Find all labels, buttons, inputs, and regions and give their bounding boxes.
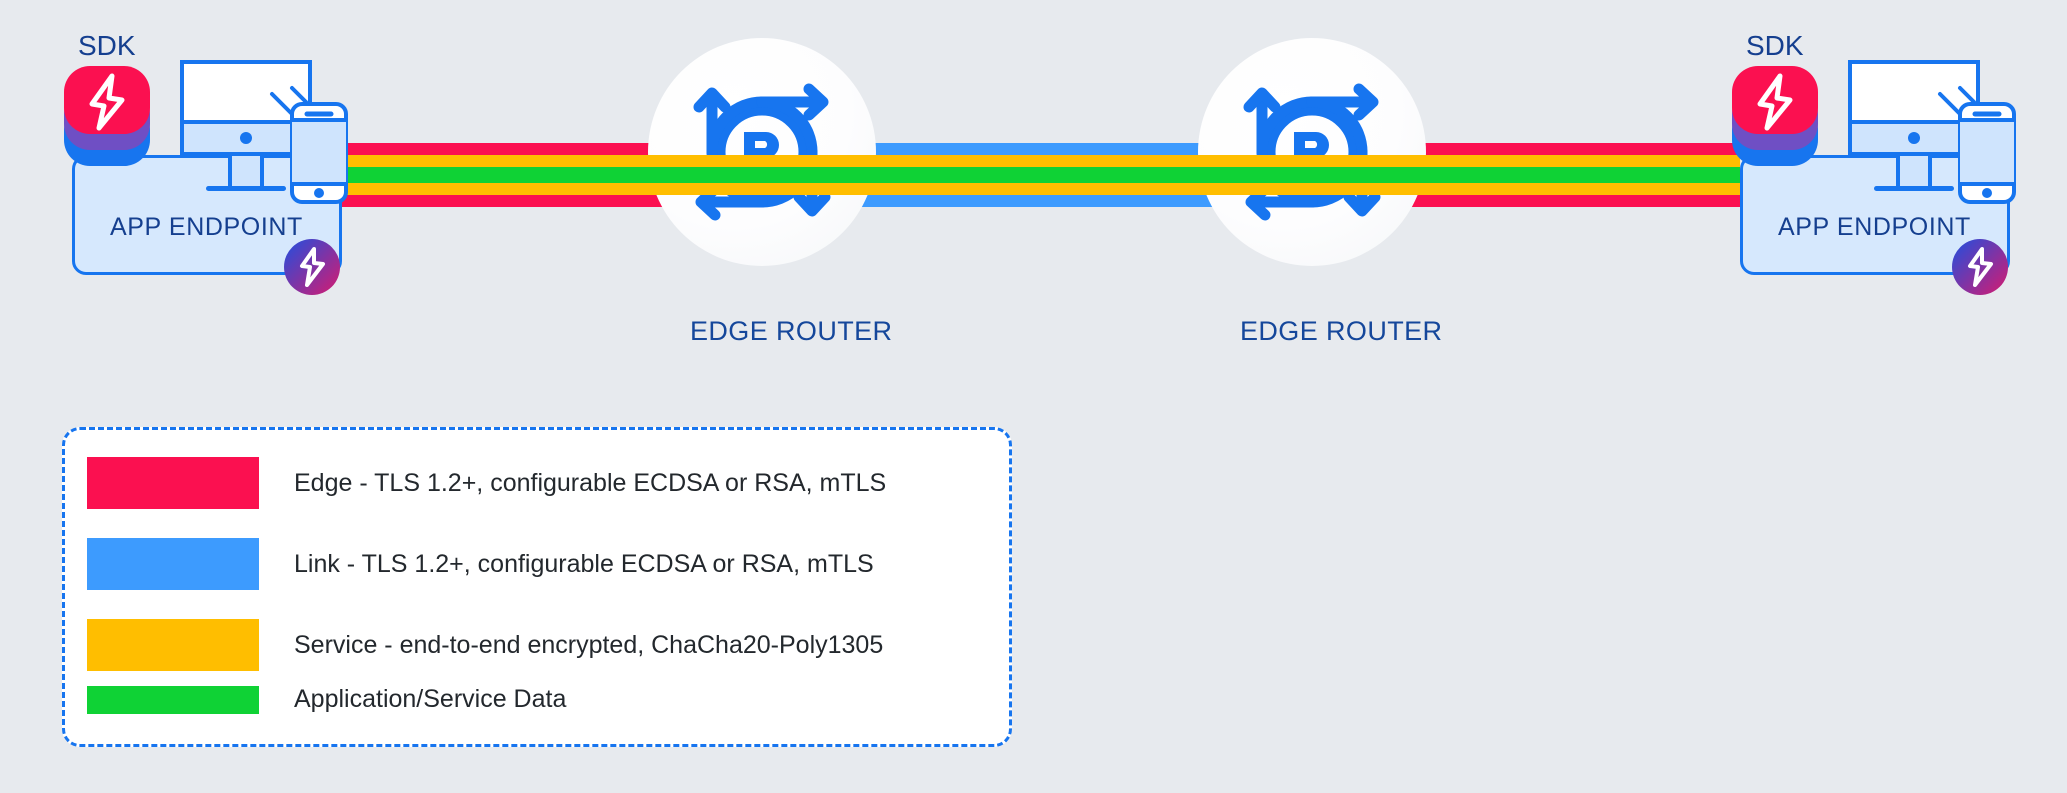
phone-icon (1958, 102, 2016, 204)
pipe-edge-right (1380, 143, 1740, 207)
legend-label-service: Service - end-to-end encrypted, ChaCha20… (294, 630, 884, 659)
sdk-stack-icon (50, 58, 168, 178)
pipe-stripe-data (1190, 167, 1430, 183)
router-icon-left (672, 62, 852, 242)
legend-item[interactable]: Link - TLS 1.2+, configurable ECDSA or R… (87, 538, 874, 590)
app-endpoint-label-left: APP ENDPOINT (110, 213, 303, 241)
pipe-stripe-link-bot (860, 195, 1220, 207)
pipe-stripe-edge-bot (340, 195, 700, 207)
pipe-stripe-service-bot (340, 183, 700, 195)
phone-icon (290, 102, 348, 204)
sdk-label-left: SDK (78, 30, 136, 61)
pipe-stripe-service-bot (1190, 183, 1430, 195)
pipe-edge-left (340, 143, 700, 207)
edge-router-label-left: EDGE ROUTER (690, 316, 893, 346)
pipe-stripe-service-bot (860, 183, 1220, 195)
pipe-stripe-edge-top (340, 143, 700, 155)
legend-item[interactable]: Service - end-to-end encrypted, ChaCha20… (87, 619, 883, 671)
ziti-badge-icon-right (1951, 238, 2009, 296)
pipe-stripe-service-top (640, 155, 880, 167)
legend-item[interactable]: Application/Service Data (87, 685, 566, 714)
pipe-link-middle (860, 143, 1220, 207)
pipe-stripe-data (340, 167, 700, 183)
pipe-stripe-edge-bot (1380, 195, 1740, 207)
legend-swatch-edge (87, 457, 259, 509)
legend-panel: Edge - TLS 1.2+, configurable ECDSA or R… (62, 427, 1012, 747)
pipe-stripe-service-top (340, 155, 700, 167)
device-group-right (1848, 60, 2023, 205)
pipe-stripe-data (1380, 167, 1740, 183)
pipe-stripe-data (640, 167, 880, 183)
router-icon-right (1222, 62, 1402, 242)
legend-label-edge: Edge - TLS 1.2+, configurable ECDSA or R… (294, 468, 887, 497)
ziti-badge-icon-left (283, 238, 341, 296)
legend-label-link: Link - TLS 1.2+, configurable ECDSA or R… (294, 549, 874, 578)
pipe-through-router-left (640, 155, 880, 195)
legend-swatch-service (87, 619, 259, 671)
legend-swatch-data (87, 685, 259, 714)
pipe-stripe-service-bot (640, 183, 880, 195)
pipe-stripe-service-bot (1380, 183, 1740, 195)
pipe-stripe-service-top (860, 155, 1220, 167)
pipe-through-router-right (1190, 155, 1430, 195)
edge-router-label-right: EDGE ROUTER (1240, 316, 1443, 346)
pipe-stripe-data (860, 167, 1220, 183)
legend-swatch-link (87, 538, 259, 590)
pipe-stripe-edge-top (1380, 143, 1740, 155)
sdk-label-right: SDK (1746, 30, 1804, 61)
legend-item[interactable]: Edge - TLS 1.2+, configurable ECDSA or R… (87, 457, 886, 509)
pipe-stripe-service-top (1190, 155, 1430, 167)
sdk-stack-icon-right (1718, 58, 1836, 178)
device-group-left (180, 60, 355, 205)
pipe-stripe-link-top (860, 143, 1220, 155)
pipe-stripe-service-top (1380, 155, 1740, 167)
monitor-icon (180, 60, 312, 191)
monitor-icon (1848, 60, 1980, 191)
app-endpoint-label-right: APP ENDPOINT (1778, 213, 1971, 241)
legend-label-data: Application/Service Data (294, 685, 567, 713)
